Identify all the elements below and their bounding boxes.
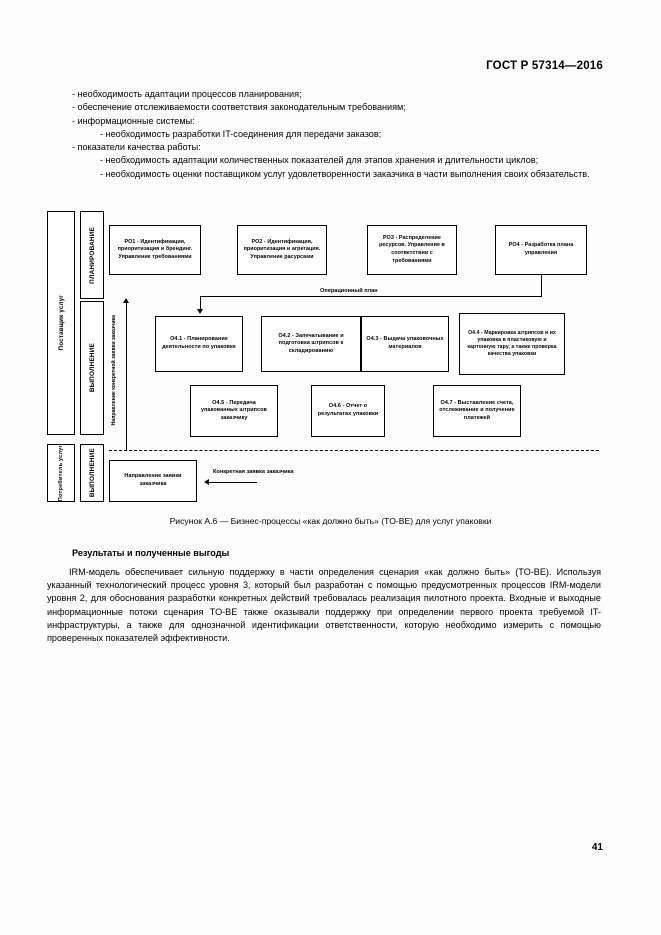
figure-caption: Рисунок А.6 — Бизнес-процессы «как должн… <box>169 516 492 526</box>
lane-consumer-label: Потребитель услуг <box>58 444 64 502</box>
standard-header: ГОСТ Р 57314—2016 <box>486 60 603 72</box>
flow-label-request-direction: Направление конкретной заявки заказчика <box>111 315 117 426</box>
lane-planning-label: ПЛАНИРОВАНИЕ <box>88 226 96 284</box>
process-box-o43[interactable]: O4.3 - Выдача упаковочных материалов <box>361 316 449 372</box>
lane-consumer-services: Потребитель услуг <box>47 444 75 502</box>
process-box-consumer-request[interactable]: Направление заявки заказчика <box>109 460 197 502</box>
connector-request-direction-line <box>126 302 127 450</box>
intro-list: - необходимость адаптации процессов план… <box>72 88 602 181</box>
arrow-request-direction-up <box>123 298 129 303</box>
lane-execution-bottom-label: ВЫПОЛНЕНИЕ <box>88 448 96 498</box>
lane-separator-dashed <box>109 450 599 451</box>
arrow-into-consumer-box <box>204 479 209 485</box>
intro-line: - необходимость адаптации количественных… <box>100 155 539 166</box>
intro-line: - информационные системы: <box>72 115 195 126</box>
process-box-po3[interactable]: PO3 - Распределение ресурсов. Управление… <box>367 225 457 275</box>
arrow-into-o41 <box>197 309 203 314</box>
page-number: 41 <box>591 842 603 853</box>
results-paragraph-block: IRM-модель обеспечивает сильную поддержк… <box>47 566 601 645</box>
lane-execution-top-label: ВЫПОЛНЕНИЕ <box>88 343 96 393</box>
lane-phase-execution-top: ВЫПОЛНЕНИЕ <box>80 301 104 435</box>
lane-provider-services: Поставщик услуг <box>47 211 75 435</box>
lane-phase-execution-bottom: ВЫПОЛНЕНИЕ <box>80 444 104 502</box>
flow-label-operational-plan: Операционный план <box>320 288 378 294</box>
lane-provider-label: Поставщик услуг <box>57 295 65 351</box>
intro-line: - обеспечение отслеживаемости соответств… <box>72 102 406 113</box>
process-box-po4[interactable]: PO4 - Разработка плана управления <box>495 225 587 275</box>
intro-line: - необходимость разработки IT-соединения… <box>100 128 382 139</box>
connector-down-to-o41 <box>200 296 201 312</box>
process-box-o44[interactable]: O4.4 - Маркировка штрипсов и их упаковка… <box>459 313 565 375</box>
connector-operational-plan-horizontal <box>200 296 542 297</box>
figure-a6-diagram: Поставщик услуг ПЛАНИРОВАНИЕ ВЫПОЛНЕНИЕ … <box>45 205 605 505</box>
flow-label-customer-request: Конкретная заявка заказчика <box>213 469 294 475</box>
connector-po4-down <box>541 275 542 296</box>
lane-phase-planning: ПЛАНИРОВАНИЕ <box>80 211 104 299</box>
process-box-po1[interactable]: PO1 - Идентификация, приоритизация и бре… <box>109 225 201 275</box>
process-box-o45[interactable]: O4.5 - Передача упакованных штрипсов зак… <box>190 385 278 437</box>
process-box-po2[interactable]: PO2 - Идентификация, приоритизация и агр… <box>237 225 327 275</box>
intro-line: - необходимость оценки поставщиком услуг… <box>100 168 590 179</box>
intro-line: - необходимость адаптации процессов план… <box>72 89 302 99</box>
process-box-o41[interactable]: O4.1 - Планирование деятельности по упак… <box>155 316 243 372</box>
process-box-o47[interactable]: O4.7 - Выставление счета, отслеживание и… <box>433 385 521 437</box>
intro-line: - показатели качества работы: <box>72 142 201 153</box>
results-heading: Результаты и полученные выгоды <box>72 548 230 558</box>
connector-customer-request <box>209 482 257 483</box>
results-paragraph: IRM-модель обеспечивает сильную поддержк… <box>47 567 601 644</box>
process-box-o46[interactable]: O4.6 - Отчет о результатах упаковки <box>311 385 385 437</box>
process-box-o42[interactable]: O4.2 - Запечатывание и подготовка штрипс… <box>261 316 361 372</box>
